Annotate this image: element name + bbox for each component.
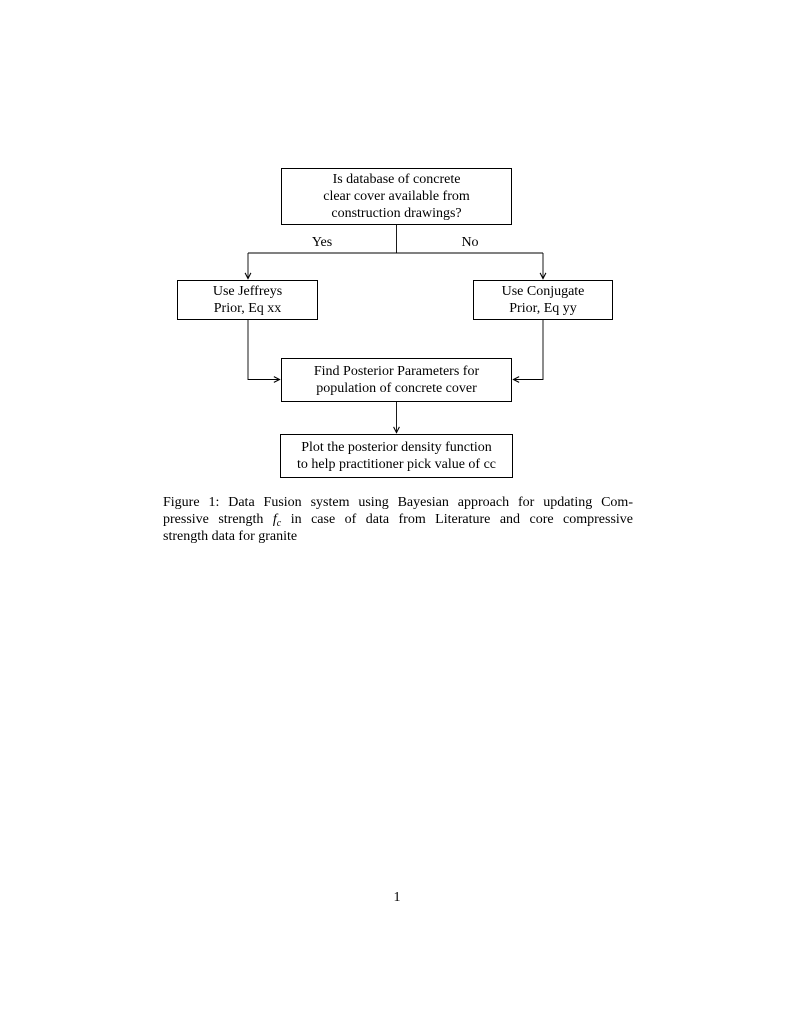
node-text-line: construction drawings?	[331, 206, 462, 221]
fc-math-symbol: fc	[272, 512, 282, 530]
caption-line-2-pre: pressive strength	[163, 512, 264, 528]
node-text-line: Use Conjugate	[501, 284, 585, 299]
caption-line-3: strength data for granite	[163, 529, 298, 545]
node-text-line: Use Jeffreys	[212, 284, 283, 299]
node-jeffreys-prior: Use Jeffreys Prior, Eq xx	[177, 280, 318, 320]
node-text-line: population of concrete cover	[316, 381, 477, 396]
node-plot-posterior-density: Plot the posterior density function to h…	[280, 434, 513, 478]
node-conjugate-prior: Use Conjugate Prior, Eq yy	[473, 280, 613, 320]
node-text-line: clear cover available from	[323, 189, 470, 204]
node-text-line: Plot the posterior density function	[301, 440, 492, 455]
edge-left-box-to-middle-box	[247, 320, 280, 380]
caption-line-2: pressive strength fc in case of data fro…	[163, 511, 634, 530]
caption-line-1: Figure 1: Data Fusion system using Bayes…	[163, 495, 633, 510]
caption-line-2-post: in case of data from Literature and core…	[290, 512, 634, 528]
node-decision-database-available: Is database of concrete clear cover avai…	[281, 168, 512, 225]
node-text-line: to help practitioner pick value of cc	[296, 457, 497, 472]
figure-caption: Figure 1: Data Fusion system using Bayes…	[163, 494, 633, 546]
edge-right-box-to-middle-box	[513, 320, 544, 380]
fc-math-subscript: c	[276, 518, 282, 530]
node-text-line: Is database of concrete	[332, 172, 461, 187]
node-text-line: Find Posterior Parameters for	[313, 364, 480, 379]
edge-label-no: No	[461, 235, 479, 250]
page-number: 1	[393, 890, 401, 905]
node-text-line: Prior, Eq xx	[213, 301, 282, 316]
edge-label-yes: Yes	[311, 235, 333, 250]
node-posterior-parameters: Find Posterior Parameters for population…	[281, 358, 512, 402]
fc-math-base: f	[272, 512, 277, 528]
node-text-line: Prior, Eq yy	[509, 301, 577, 316]
